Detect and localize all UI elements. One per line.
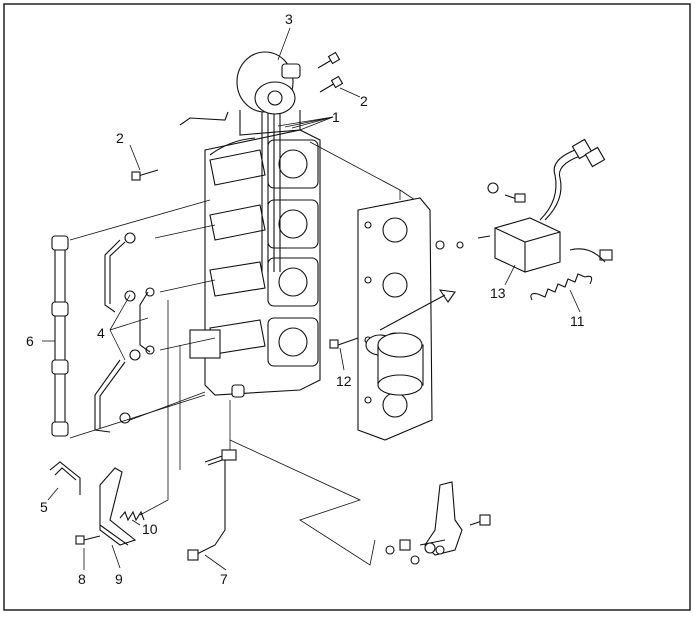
enricher-solenoid [365, 332, 424, 396]
callout-13: 13 [490, 285, 506, 301]
lever-group-lower-left [49, 461, 145, 546]
callout-8: 8 [78, 571, 86, 587]
throttle-position-sensor [236, 51, 301, 136]
link-arrow [379, 289, 456, 331]
callout-4: 4 [97, 325, 105, 341]
fuel-hose-part-6 [51, 235, 69, 437]
linkage-rods-part-4 [94, 232, 155, 433]
electric-box-part-13 [494, 138, 606, 273]
callout-12: 12 [336, 373, 352, 389]
callout-2-left: 2 [116, 130, 124, 146]
bolts-near-box [435, 182, 613, 263]
lower-right-bracket [385, 481, 491, 565]
callout-5: 5 [40, 499, 48, 515]
hose-upper-left [179, 111, 229, 126]
screw-left [131, 169, 159, 181]
rod-part-7 [187, 449, 237, 561]
callout-11: 11 [570, 313, 585, 329]
intake-plate [357, 197, 433, 441]
carburetor-assembly [189, 112, 321, 398]
callout-7: 7 [220, 571, 228, 587]
spring-part-11 [530, 273, 593, 301]
callout-10: 10 [142, 521, 158, 537]
screw-part-12 [329, 337, 359, 349]
callout-3: 3 [285, 11, 293, 27]
frame-border [3, 3, 691, 611]
screws-top [317, 51, 344, 93]
callout-2-top: 2 [360, 93, 368, 109]
callout-9: 9 [115, 571, 123, 587]
assembly-leader-lines [69, 141, 431, 566]
callout-labels: 3 1 2 2 6 4 5 8 9 10 7 12 13 11 [26, 11, 585, 587]
callout-1: 1 [332, 109, 340, 125]
callout-leaders [42, 27, 581, 571]
callout-6: 6 [26, 333, 34, 349]
